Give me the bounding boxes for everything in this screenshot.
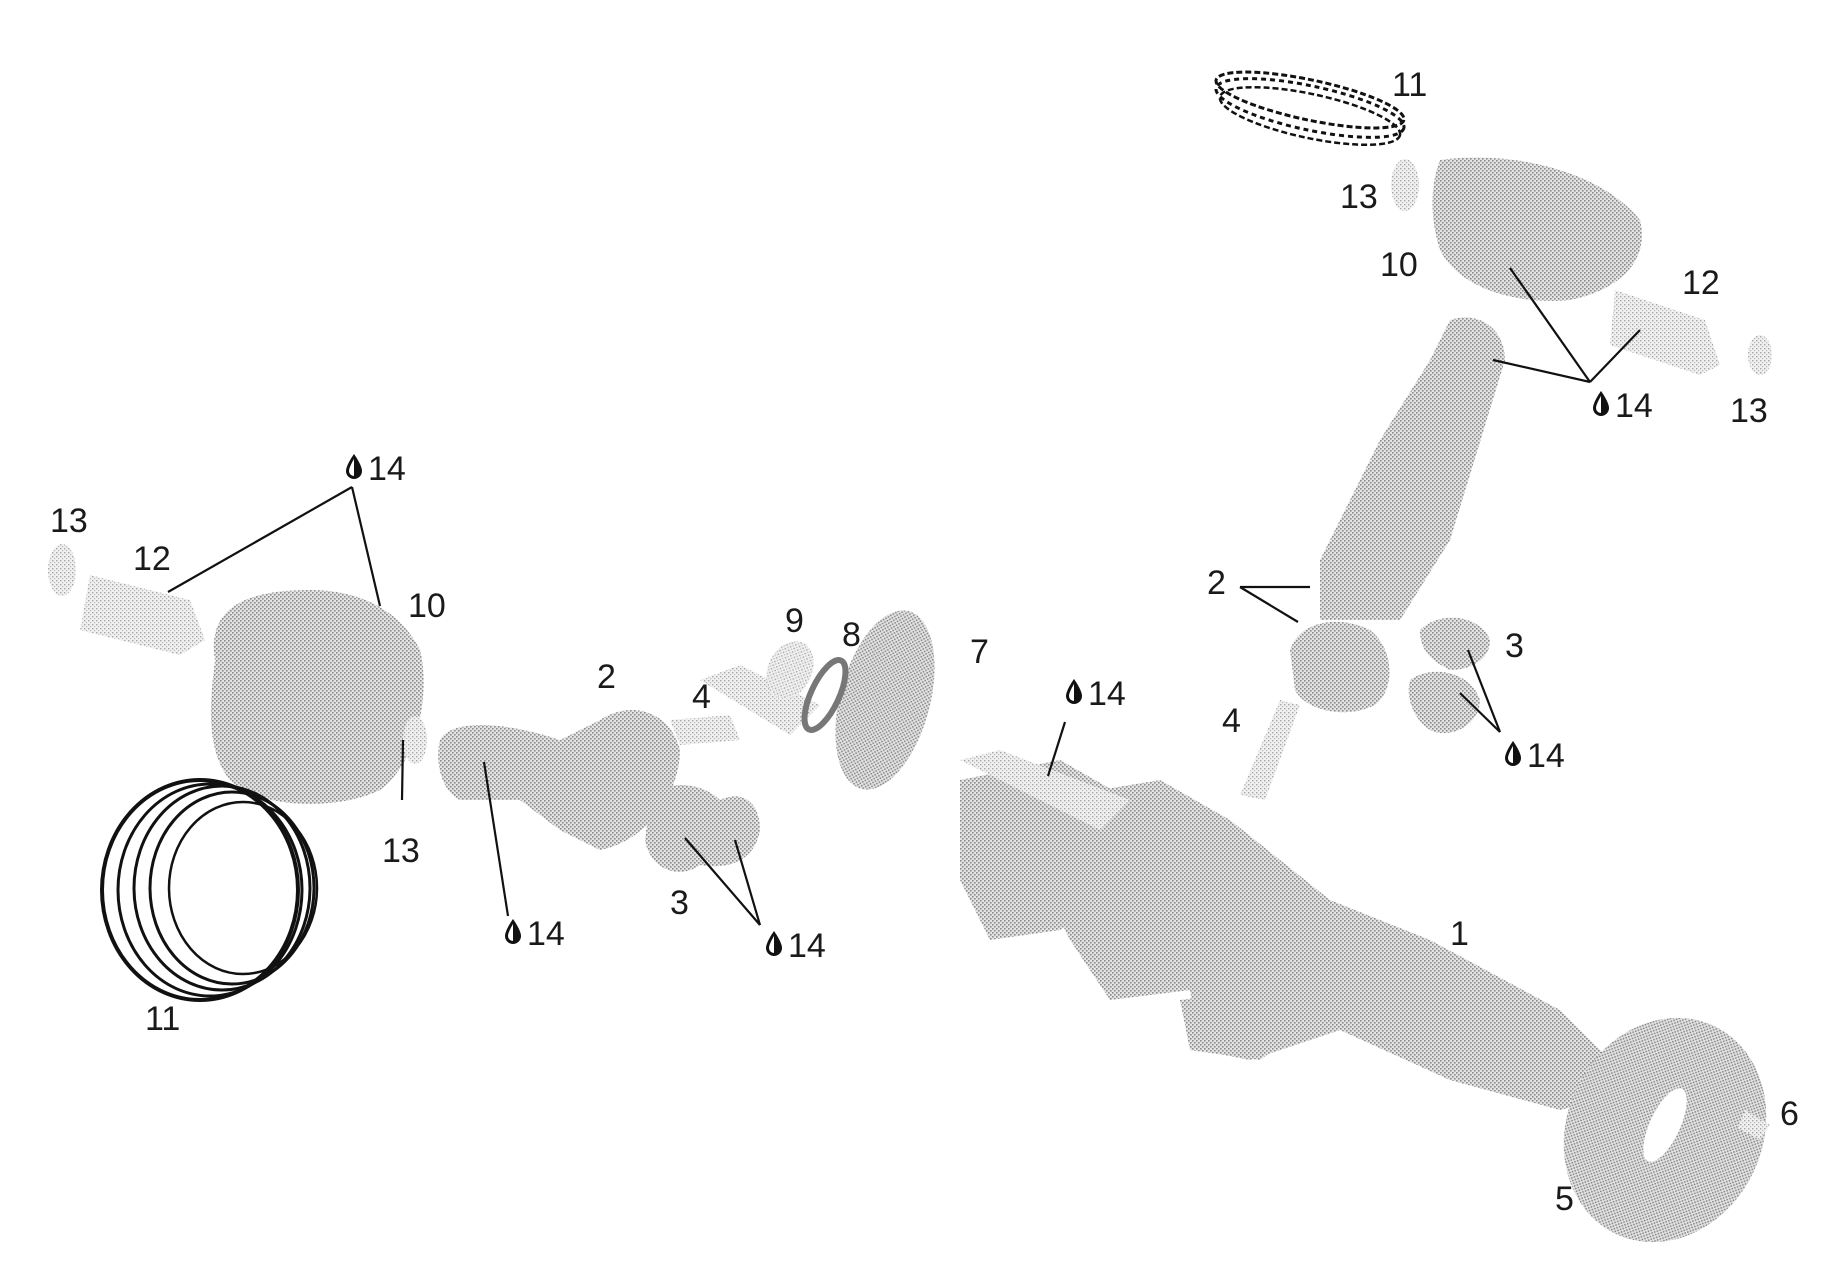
- label-14: 14: [1615, 387, 1653, 425]
- callout-labels: 1 2 2 3 3 4 4 5 6 7 8 9 10 10 11 11 12 1…: [50, 66, 1799, 1218]
- ring-spring-part-11-right: [1214, 70, 1406, 147]
- flange-part-5: [1563, 1017, 1767, 1243]
- lube-callout-bearing-left: 14: [766, 927, 826, 965]
- label-7: 7: [970, 633, 989, 671]
- label-5: 5: [1555, 1180, 1574, 1218]
- label-14: 14: [788, 927, 826, 965]
- lube-callout-top-left: 14: [346, 450, 406, 488]
- clip-part-13-left-b: [403, 716, 427, 764]
- bearing-part-3-left: [645, 785, 760, 872]
- yoke-part-2-left: [438, 710, 680, 850]
- bolt-part-4-left: [670, 715, 740, 745]
- label-13-right-b: 13: [1730, 392, 1768, 430]
- label-13-left-a: 13: [50, 502, 88, 540]
- crankcase-part-1: [960, 760, 1610, 1110]
- washer-part-9: [766, 641, 814, 699]
- oil-drop-icon: [1593, 391, 1609, 416]
- washer-part-6: [1738, 1110, 1770, 1140]
- label-4-right: 4: [1222, 702, 1241, 740]
- label-1: 1: [1450, 915, 1469, 953]
- bearing-part-3-right: [1420, 617, 1490, 670]
- leader-lines: [167, 267, 1641, 926]
- oil-drop-icon: [505, 919, 521, 944]
- bearing-part-3-right-b: [1408, 671, 1480, 734]
- label-11-left: 11: [145, 1000, 180, 1038]
- oil-drop-icon: [1505, 741, 1521, 766]
- label-11-right: 11: [1392, 66, 1427, 104]
- label-14: 14: [368, 450, 406, 488]
- arm-shaft: [1320, 317, 1505, 620]
- lube-callout-bearing-right: 14: [1505, 737, 1565, 775]
- label-10-left: 10: [408, 587, 446, 625]
- lubricant-callouts: 14 14 14 14 14 14: [346, 387, 1653, 965]
- label-6: 6: [1780, 1095, 1799, 1133]
- oil-drop-icon: [346, 454, 362, 479]
- label-9: 9: [785, 602, 804, 640]
- shaft-assembly: [700, 610, 1130, 830]
- pin-part-12-left: [80, 575, 205, 655]
- label-14: 14: [1527, 737, 1565, 775]
- label-10-right: 10: [1380, 246, 1418, 284]
- label-2-right: 2: [1207, 564, 1226, 602]
- lube-callout-yoke-left: 14: [505, 915, 565, 953]
- label-13-left-b: 13: [382, 832, 420, 870]
- label-12-left: 12: [133, 540, 171, 578]
- bolt-part-4-right: [1240, 700, 1300, 800]
- label-14: 14: [527, 915, 565, 953]
- label-8: 8: [842, 616, 861, 654]
- clip-part-13-left-a: [48, 544, 76, 596]
- label-12-right: 12: [1682, 264, 1720, 302]
- lube-callout-shaft: 14: [1066, 675, 1126, 713]
- label-14: 14: [1088, 675, 1126, 713]
- label-4-left: 4: [692, 678, 711, 716]
- oil-drop-icon: [766, 931, 782, 956]
- oil-drop-icon: [1066, 679, 1082, 704]
- clip-part-13-right-a: [1391, 159, 1419, 211]
- label-2-left: 2: [597, 658, 616, 696]
- o-ring-part-8: [801, 657, 849, 733]
- label-3-left: 3: [670, 884, 689, 922]
- label-3-right: 3: [1505, 627, 1524, 665]
- pin-part-12-right: [1610, 290, 1720, 375]
- housing-part-10-right: [1432, 157, 1642, 301]
- ring-spring-part-11-left: [100, 778, 319, 1002]
- housing-part-10-left: [210, 590, 424, 804]
- clip-part-13-right-b: [1748, 335, 1772, 375]
- label-13-right-a: 13: [1340, 178, 1378, 216]
- lube-callout-top-right: 14: [1593, 387, 1653, 425]
- yoke-part-2-right: [1290, 621, 1390, 713]
